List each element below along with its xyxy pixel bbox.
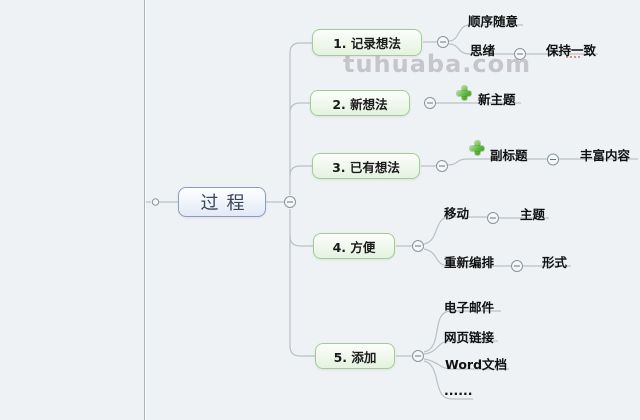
subtopic-5-2[interactable]: 网页链接: [444, 330, 495, 345]
collapse-toggle[interactable]: [424, 97, 436, 109]
subtopic-1-2-1[interactable]: 保持一致: [546, 43, 597, 58]
subtopic-4-1[interactable]: 移动: [444, 206, 470, 221]
branch-lines: [146, 24, 638, 400]
collapse-toggle[interactable]: [487, 212, 499, 224]
subtopic-5-3[interactable]: Word文档: [445, 357, 508, 372]
root-anchor-dot: [151, 198, 160, 206]
topic-5[interactable]: 5. 添加: [315, 343, 395, 369]
subtopic-4-2-1[interactable]: 形式: [542, 255, 568, 270]
plus-icon: [457, 86, 471, 100]
collapse-toggle[interactable]: [284, 196, 296, 208]
subtopic-3-1-1[interactable]: 丰富内容: [580, 148, 631, 163]
collapse-toggle[interactable]: [436, 160, 448, 172]
subtopic-1-2[interactable]: 思绪: [470, 43, 496, 58]
panel-divider[interactable]: [144, 0, 145, 420]
root-topic[interactable]: 过程: [178, 187, 266, 217]
subtopic-1-1[interactable]: 顺序随意: [468, 14, 519, 29]
collapse-toggle[interactable]: [437, 36, 449, 48]
subtopic-4-2[interactable]: 重新编排: [444, 255, 495, 270]
panel-divider-highlight: [145, 0, 146, 420]
subtopic-3-1[interactable]: 副标题: [490, 148, 528, 163]
subtopic-5-1[interactable]: 电子邮件: [444, 300, 495, 315]
subtopic-5-4[interactable]: ......: [444, 383, 473, 398]
topic-1[interactable]: 1. 记录想法: [312, 29, 422, 56]
plus-icon: [470, 141, 484, 155]
collapse-toggle[interactable]: [412, 240, 424, 252]
collapse-toggle[interactable]: [514, 48, 526, 60]
topic-4[interactable]: 4. 方便: [313, 233, 395, 259]
collapse-toggle[interactable]: [511, 260, 523, 272]
topic-3[interactable]: 3. 已有想法: [312, 153, 420, 179]
collapse-toggles: [284, 36, 559, 362]
collapse-toggle[interactable]: [547, 153, 559, 166]
collapse-toggle[interactable]: [412, 350, 424, 362]
topic-2[interactable]: 2. 新想法: [310, 90, 410, 116]
subtopic-2-1[interactable]: 新主题: [478, 92, 516, 107]
subtopic-4-1-1[interactable]: 主题: [520, 207, 546, 222]
